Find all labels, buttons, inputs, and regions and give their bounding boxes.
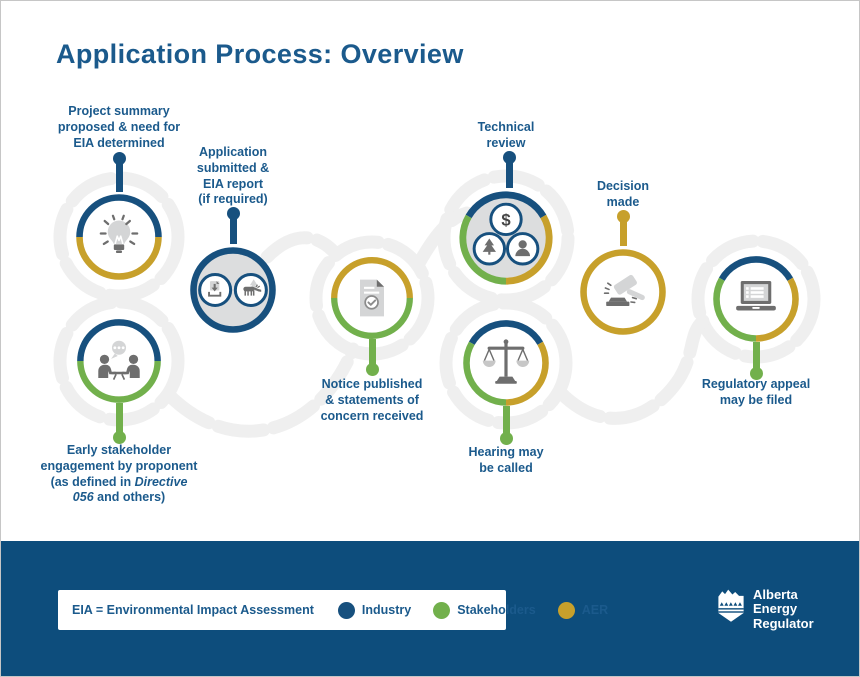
document-download-icon [208, 281, 222, 297]
label-text: and others) [93, 490, 166, 505]
ring-aer [580, 249, 666, 335]
logo-line: Alberta [753, 587, 798, 602]
page-title: Application Process: Overview [56, 39, 464, 69]
step-label-notice-published: Notice published & statements of concern… [320, 377, 424, 423]
dollar-icon: $ [501, 211, 511, 230]
ring-industry-aer [76, 194, 162, 280]
step-label-hearing: Hearing may be called [468, 445, 544, 475]
aer-dot-icon [557, 601, 575, 619]
step-circle-notice-published [327, 253, 417, 343]
ring-industry-stakeholders [77, 319, 161, 403]
connector-dot [499, 431, 513, 445]
wildlife-icon [243, 279, 262, 296]
ring-tricolor [713, 256, 799, 342]
step-circle-decision [576, 245, 670, 339]
label-text: Early stakeholder engagement by proponen… [40, 443, 198, 489]
stakeholders-dot-icon [433, 601, 451, 619]
lightbulb-icon [99, 214, 139, 254]
aer-logo: Alberta Energy Regulator [717, 586, 814, 631]
laptop-icon [736, 281, 776, 311]
eia-definition: EIA = Environmental Impact Assessment [72, 603, 314, 617]
step-label-decision: Decision made [596, 179, 650, 209]
legend-label: Industry [361, 603, 412, 617]
ring-industry-filled [190, 247, 276, 333]
logo-line: Energy [753, 601, 798, 617]
legend-item-aer: AER [557, 601, 609, 619]
gavel-icon [603, 274, 645, 306]
connector-stem [229, 213, 237, 244]
step-circle-application-submitted [186, 243, 280, 337]
step-circle-early-engagement [73, 315, 165, 407]
document-check-icon [360, 279, 384, 317]
ring-tricolor-filled: $ [459, 191, 553, 285]
step-label-regulatory-appeal: Regulatory appeal may be filed [701, 377, 811, 407]
industry-dot-icon [337, 601, 355, 619]
legend-label: Stakeholders [457, 603, 536, 617]
connector-stem [368, 339, 376, 369]
connector-dot [749, 366, 763, 380]
step-label-application-submitted: Application submitted & EIA report (if r… [196, 145, 270, 207]
connector-stem [115, 158, 123, 192]
connector-stem [619, 216, 627, 246]
connector-stem [115, 403, 123, 437]
step-label-early-engagement: Early stakeholder engagement by proponen… [24, 443, 214, 506]
connector-dot [112, 430, 126, 444]
connector-dot [365, 362, 379, 376]
ring-aer-stakeholders [331, 257, 413, 339]
step-circle-project-summary [72, 190, 166, 284]
aer-shield-icon [718, 589, 744, 622]
legend-item-industry: Industry [337, 601, 412, 619]
step-circle-hearing [459, 316, 553, 410]
connector-stem [752, 342, 760, 373]
scales-icon [482, 339, 530, 384]
aer-logo-text: Alberta Energy Regulator [753, 586, 814, 631]
legend-item-stakeholders: Stakeholders [433, 601, 536, 619]
label-italic-directive: Directive 056 [72, 474, 188, 505]
step-label-project-summary: Project summary proposed & need for EIA … [57, 104, 181, 150]
logo-line: Regulator [753, 615, 814, 631]
legend-label: AER [581, 603, 609, 617]
step-circle-technical-review: $ [455, 187, 557, 289]
legend: EIA = Environmental Impact Assessment In… [58, 590, 608, 630]
discussion-icon [98, 340, 140, 380]
step-label-technical-review: Technical review [477, 120, 535, 150]
ring-tricolor [463, 320, 549, 406]
person-icon [515, 240, 531, 257]
connector-stem [502, 406, 510, 438]
tree-icon [482, 238, 496, 255]
connector-stem [505, 157, 513, 188]
step-circle-regulatory-appeal [709, 252, 803, 346]
